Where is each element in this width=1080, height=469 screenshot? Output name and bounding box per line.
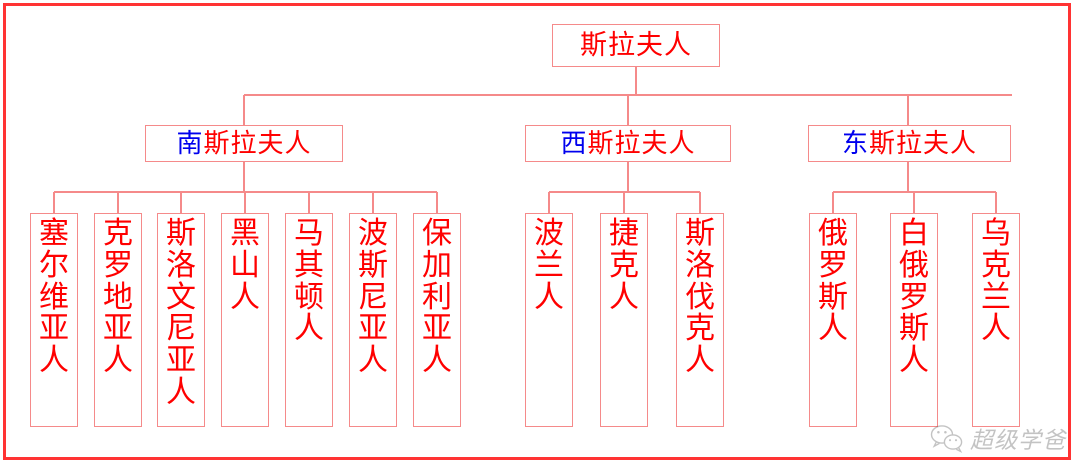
leaf-node-montenegrins[interactable]: 黑山人 [221, 213, 269, 427]
leaf-node-czechs[interactable]: 捷克人 [600, 213, 648, 427]
branch-prefix-south: 南 [176, 128, 204, 159]
leaf-node-slovenes[interactable]: 斯洛文尼亚人 [157, 213, 205, 427]
branch-prefix-east: 东 [841, 128, 869, 159]
root-node-slavic-peoples[interactable]: 斯拉夫人 [552, 24, 720, 67]
leaf-node-croats[interactable]: 克罗地亚人 [94, 213, 142, 427]
branch-node-south-slavs[interactable]: 南斯拉夫人 [145, 125, 343, 162]
branch-suffix-west: 斯拉夫人 [587, 128, 696, 159]
leaf-node-belarusians[interactable]: 白俄罗斯人 [890, 213, 938, 427]
branch-node-east-slavs[interactable]: 东斯拉夫人 [808, 125, 1011, 162]
leaf-node-ukrainians[interactable]: 乌克兰人 [972, 213, 1020, 427]
branch-node-west-slavs[interactable]: 西斯拉夫人 [525, 125, 731, 162]
branch-suffix-south: 斯拉夫人 [203, 128, 312, 159]
leaf-node-serbs[interactable]: 塞尔维亚人 [30, 213, 78, 427]
leaf-node-russians[interactable]: 俄罗斯人 [809, 213, 857, 427]
leaf-node-bulgarians[interactable]: 保加利亚人 [413, 213, 461, 427]
leaf-node-bosniaks[interactable]: 波斯尼亚人 [349, 213, 397, 427]
branch-suffix-east: 斯拉夫人 [869, 128, 978, 159]
leaf-node-poles[interactable]: 波兰人 [525, 213, 573, 427]
leaf-node-slovaks[interactable]: 斯洛伐克人 [676, 213, 724, 427]
branch-prefix-west: 西 [560, 128, 588, 159]
leaf-node-macedonians[interactable]: 马其顿人 [285, 213, 333, 427]
